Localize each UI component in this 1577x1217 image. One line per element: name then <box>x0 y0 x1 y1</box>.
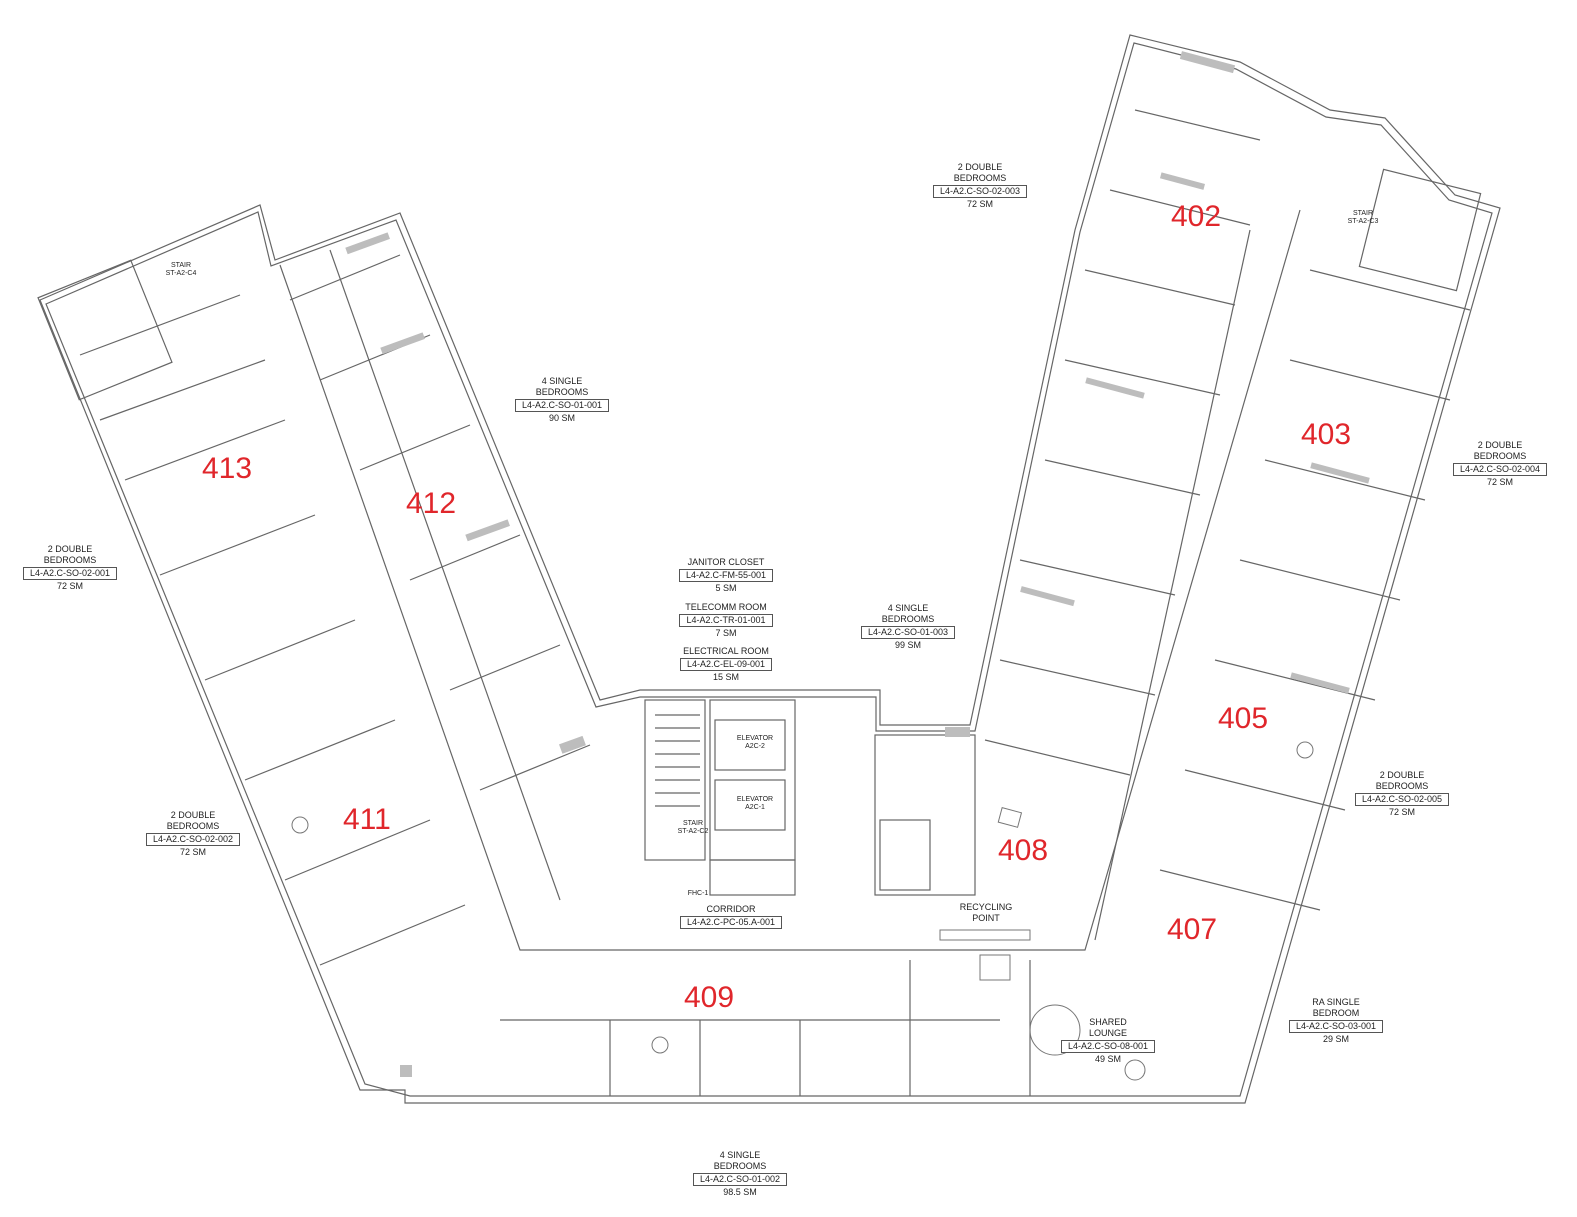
unit-403[interactable]: 403 <box>1301 418 1352 451</box>
unit-402[interactable]: 402 <box>1171 200 1222 233</box>
lounge-furniture <box>291 741 1314 1081</box>
unit-407[interactable]: 407 <box>1167 913 1218 946</box>
unit-409[interactable]: 409 <box>684 981 735 1014</box>
unit-405[interactable]: 405 <box>1218 702 1269 735</box>
unit-408[interactable]: 408 <box>998 834 1049 867</box>
tag-corridor: CORRIDOR L4-A2.C-PC-05.A-001 <box>671 904 791 930</box>
unit-413[interactable]: 413 <box>202 452 253 485</box>
unit-411[interactable]: 411 <box>343 803 391 836</box>
shade-accents <box>345 51 1370 1077</box>
building-outline <box>37 34 1501 1104</box>
label-fhc-1: FHC-1 <box>687 890 709 897</box>
unit-412[interactable]: 412 <box>406 487 457 520</box>
